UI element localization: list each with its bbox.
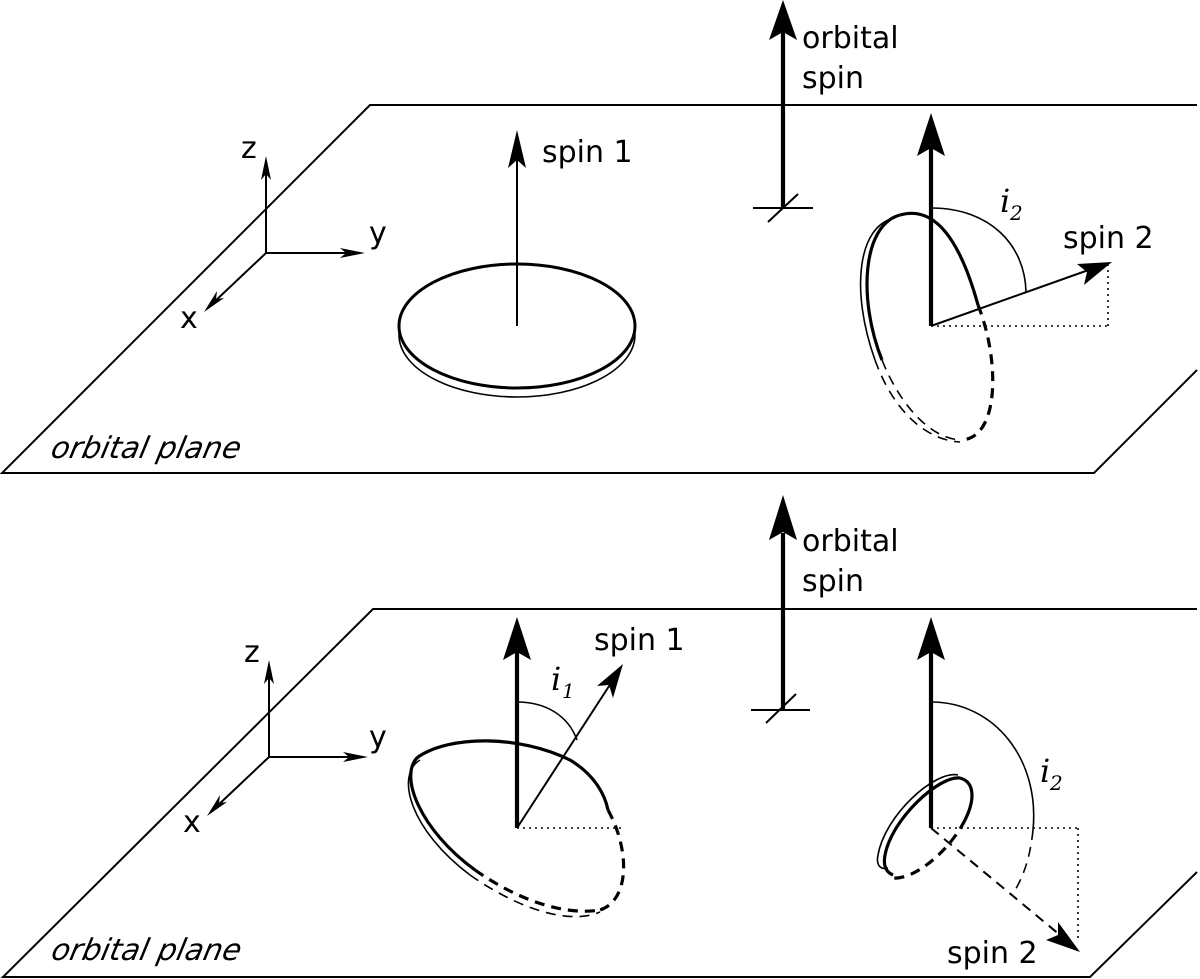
orbital-spin-vector-bottom <box>751 495 810 724</box>
angle-i2-symbol-top: i <box>1000 182 1010 220</box>
angle-i2-subscript-top: 2 <box>1009 201 1023 225</box>
coordinate-axes-top: z y x <box>180 131 387 336</box>
y-axis-label-bottom: y <box>369 720 387 755</box>
angle-i1-subscript: 1 <box>562 679 575 703</box>
orbital-plane-label-top: orbital plane <box>48 431 245 466</box>
spin1-label-top: spin 1 <box>542 135 633 170</box>
spin2-disk-bottom <box>876 773 974 880</box>
spin2-label-top: spin 2 <box>1063 221 1154 256</box>
spin1-disk-bottom <box>407 739 626 918</box>
orbital-spin-label-top-line1: orbital <box>802 21 899 56</box>
y-axis-label: y <box>369 216 387 251</box>
orbital-plane-bottom <box>0 608 1198 978</box>
spin2-axis-bottom <box>917 617 1080 952</box>
spin2-axis-top <box>917 113 1112 327</box>
coordinate-axes-bottom: z y x <box>183 635 387 840</box>
x-axis-label-bottom: x <box>183 805 201 840</box>
spin2-label-bottom: spin 2 <box>947 936 1038 971</box>
spin2-disk-top <box>859 211 995 443</box>
angle-i2-subscript-bottom: 2 <box>1049 771 1063 795</box>
panel-top: orbital plane z y x spin 1 o <box>0 0 1198 474</box>
panel-bottom: orbital plane z y x <box>0 495 1198 978</box>
orbital-plane-top <box>0 104 1198 474</box>
angle-i1-symbol: i <box>551 660 561 698</box>
orbital-plane-label-bottom: orbital plane <box>48 933 245 968</box>
spin1-label-bottom: spin 1 <box>594 623 685 658</box>
z-axis-label-bottom: z <box>244 635 260 670</box>
orbital-spin-vector-top <box>753 0 813 223</box>
spin1-axis-bottom <box>503 617 623 829</box>
orbital-spin-label-bottom-line1: orbital <box>802 524 899 559</box>
orbital-spin-label-top-line2: spin <box>802 61 864 96</box>
z-axis-label: z <box>241 131 257 166</box>
angle-i2-symbol-bottom: i <box>1040 752 1050 790</box>
orbital-spin-label-bottom-line2: spin <box>802 564 864 599</box>
spin1-disk-top <box>397 130 637 398</box>
x-axis-label: x <box>180 301 198 336</box>
